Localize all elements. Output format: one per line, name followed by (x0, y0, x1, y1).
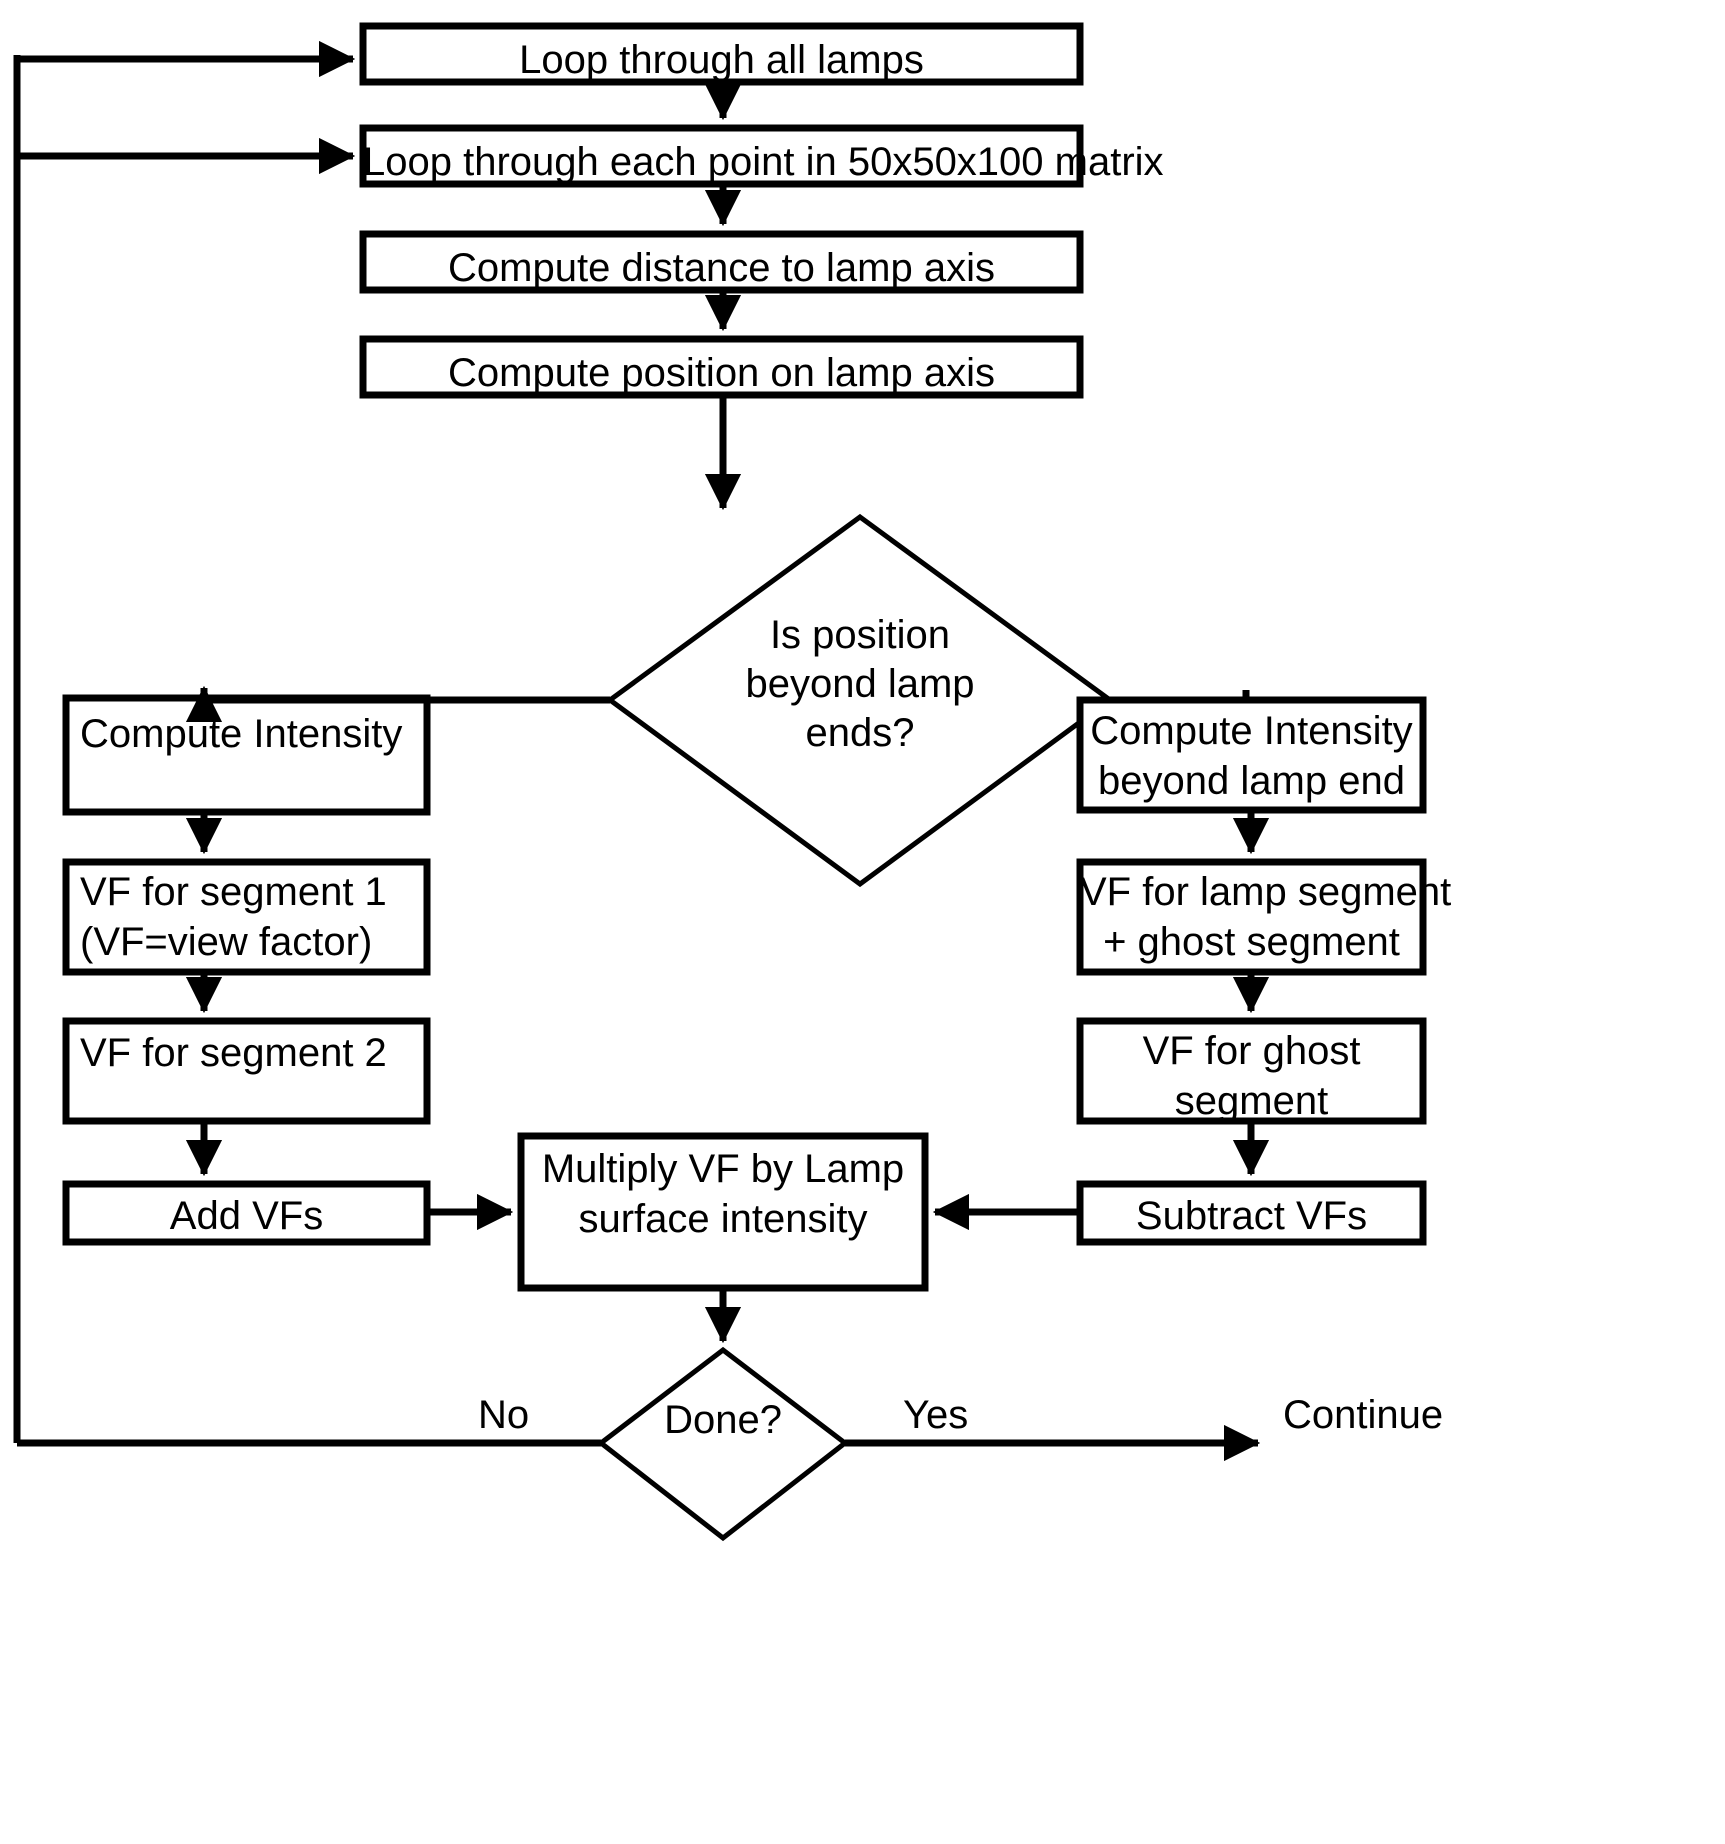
node-vf-segment-2-shape[interactable] (62, 1017, 431, 1125)
edge-label-no: No (478, 1393, 530, 1437)
node-multiply-vf-shape[interactable] (517, 1132, 929, 1292)
node-decision-beyond-shape[interactable] (605, 513, 1115, 888)
node-add-vfs-shape[interactable] (62, 1180, 431, 1246)
node-loop-points-shape[interactable] (359, 124, 1084, 188)
node-vf-segment-1-shape[interactable] (62, 858, 431, 976)
node-compute-position-shape[interactable] (359, 335, 1084, 399)
node-vf-ghost-shape[interactable] (1076, 1017, 1427, 1125)
node-compute-intensity-beyond-shape[interactable] (1076, 696, 1427, 814)
edge-decision-beyond-right (1110, 690, 1250, 704)
node-loop-lamps-shape[interactable] (359, 22, 1084, 86)
node-subtract-vfs-shape[interactable] (1076, 1180, 1427, 1246)
edge-label-yes: Yes (903, 1393, 969, 1437)
node-compute-distance-shape[interactable] (359, 230, 1084, 294)
edge-label-continue: Continue (1283, 1393, 1444, 1437)
node-compute-intensity-shape[interactable] (62, 694, 431, 816)
edge-decision-beyond-left-2 (200, 688, 610, 704)
node-decision-done-shape[interactable] (596, 1346, 850, 1542)
node-vf-lamp-ghost-shape[interactable] (1076, 858, 1427, 976)
